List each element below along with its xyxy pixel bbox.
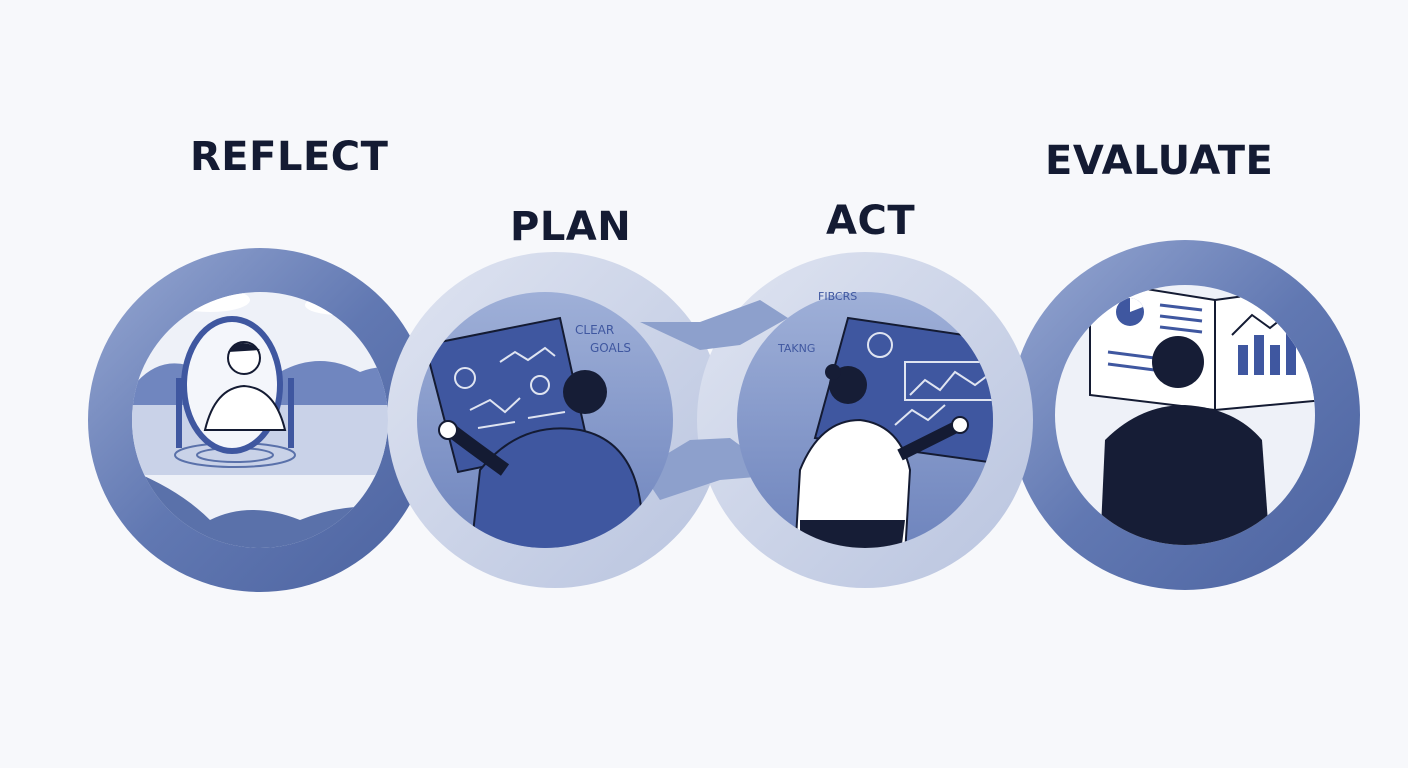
act-note-line-1: FIBCRS [818, 290, 857, 303]
act-title: ACT [826, 198, 916, 244]
reflect-title: REFLECT [190, 134, 389, 180]
act-note-line-2: TAKNG [777, 342, 815, 355]
evaluate-scene [1055, 285, 1315, 545]
cycle-arrow-upper [640, 300, 788, 350]
evaluate-title: EVALUATE [1045, 138, 1274, 184]
plan-note-line-2: GOALS [590, 341, 631, 355]
mirror [181, 316, 283, 454]
plan-scene [417, 292, 673, 548]
plan-note-line-1: CLEAR [575, 323, 614, 337]
plan-title: PLAN [510, 204, 632, 250]
